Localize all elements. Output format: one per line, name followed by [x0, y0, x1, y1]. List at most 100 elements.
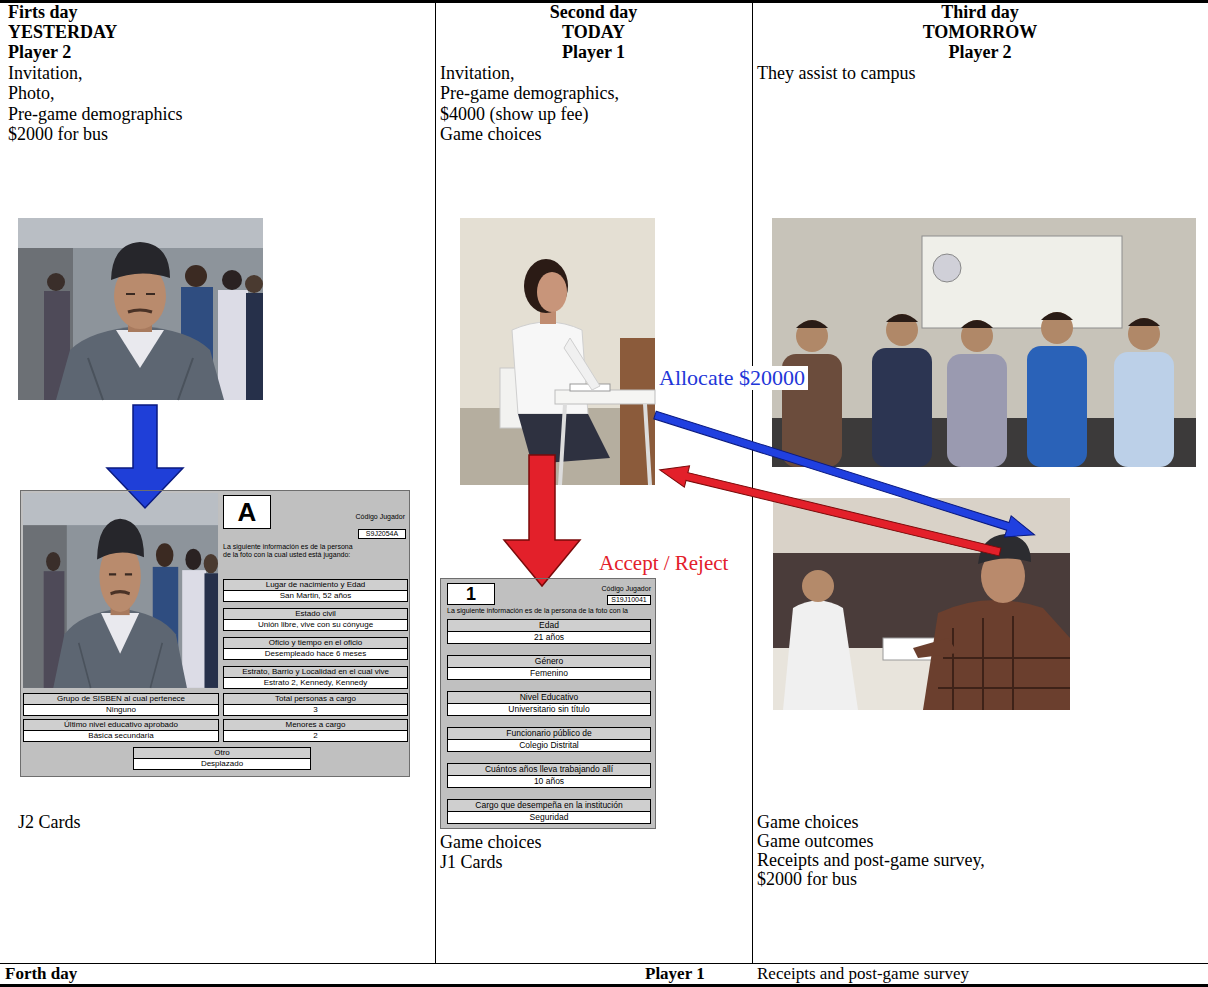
player-code: S9J2054A — [358, 529, 406, 539]
step-text: Receipts and post-game survey, — [757, 850, 985, 870]
allocate-arrow — [652, 405, 1038, 546]
woman-photo — [555, 390, 655, 404]
step-text: $2000 for bus — [8, 124, 108, 144]
field-value: 21 años — [448, 632, 650, 643]
field-label: Otro — [134, 748, 310, 759]
field-label: Género — [448, 656, 650, 668]
allocate-arrow — [652, 405, 1038, 546]
field-label: Último nivel educativo aprobado — [24, 720, 218, 731]
field-label: Estado civil — [224, 609, 407, 620]
day-heading: Third day — [752, 2, 1208, 22]
writing-photo — [923, 600, 1070, 710]
info-field: Último nivel educativo aprobadoBásica se… — [23, 719, 219, 742]
group-photo — [1041, 312, 1073, 320]
info-field: Cuántos años lleva trabajando allí10 año… — [447, 763, 651, 788]
card-ground — [20, 490, 410, 777]
info-field: OtroDesplazado — [133, 747, 311, 770]
group-photo — [772, 218, 1196, 467]
player-heading: Player 2 — [8, 42, 71, 62]
player-heading: Player 2 — [752, 42, 1208, 62]
player-code: S19J10041 — [607, 595, 651, 605]
field-value: Femenino — [448, 668, 650, 679]
info-field: GéneroFemenino — [447, 655, 651, 680]
step-text: Game choices — [440, 832, 541, 852]
step-text: Game outcomes — [757, 831, 873, 851]
field-value: Estrato 2, Kennedy, Kennedy — [224, 678, 407, 688]
code-caption: Código Jugador — [337, 513, 405, 521]
group-photo — [886, 314, 918, 322]
day-heading: YESTERDAY — [8, 22, 117, 42]
field-value: 3 — [224, 705, 407, 715]
day-heading: TODAY — [435, 22, 752, 42]
group-photo — [961, 320, 993, 328]
field-label: Cargo que desempeña en la institución — [448, 800, 650, 812]
info-field: Estado civilUnión libre, vive con su cón… — [223, 608, 408, 631]
group-photo — [1128, 318, 1160, 350]
field-value: Colegio Distrital — [448, 740, 650, 751]
player-heading: Player 1 — [645, 965, 705, 983]
step-text: $2000 for bus — [757, 869, 857, 889]
step-text: Game choices — [757, 812, 858, 832]
arrow-label: Accept / Reject — [596, 552, 731, 575]
field-value: 10 años — [448, 776, 650, 787]
step-text: Invitation, — [440, 63, 515, 83]
group-photo — [796, 320, 828, 352]
woman-photo — [564, 338, 600, 390]
down-arrow — [504, 455, 580, 586]
woman-photo — [460, 218, 655, 485]
step-text: Game choices — [440, 124, 541, 144]
step-text: J1 Cards — [440, 852, 503, 872]
field-value: Ninguno — [24, 705, 218, 715]
day-heading: TOMORROW — [752, 22, 1208, 42]
card-note: La siguiente información es de la person… — [447, 607, 651, 615]
info-field: Menores a cargo2 — [223, 719, 408, 742]
card-photo — [23, 493, 218, 688]
column-rule — [752, 3, 753, 963]
response-arrow — [657, 459, 1002, 562]
info-field: Lugar de nacimiento y EdadSan Martin, 52… — [223, 579, 408, 602]
response-arrow — [657, 459, 1002, 562]
info-field: Grupo de SISBEN al cual perteneceNinguno — [23, 693, 219, 716]
step-text: $4000 (show up fee) — [440, 104, 588, 124]
info-field: Funcionario público deColegio Distrital — [447, 727, 651, 752]
info-field: Nivel EducativoUniversitario sin título — [447, 691, 651, 716]
writing-photo — [913, 638, 958, 658]
group-photo — [933, 254, 961, 282]
field-label: Total personas a cargo — [224, 694, 407, 705]
field-value: San Martin, 52 años — [224, 591, 407, 601]
field-label: Estrato, Barrio y Localidad en el cual v… — [224, 667, 407, 678]
card-note: La siguiente información es de la person… — [223, 543, 355, 559]
group-photo — [922, 236, 1122, 328]
player-card: A Código JugadorS9J2054ALa siguiente info… — [20, 490, 410, 777]
group-photo — [772, 218, 1196, 467]
step-text: Pre-game demographics, — [440, 83, 619, 103]
step-text: Invitation, — [8, 63, 83, 83]
info-field: Total personas a cargo3 — [223, 693, 408, 716]
card-letter: A — [223, 495, 271, 529]
field-label: Funcionario público de — [448, 728, 650, 740]
row-rule — [0, 963, 1208, 964]
group-photo — [961, 320, 993, 352]
field-value: Desempleado hace 6 meses — [224, 649, 407, 659]
step-text: Pre-game demographics — [8, 104, 182, 124]
field-value: 2 — [224, 731, 407, 741]
field-label: Lugar de nacimiento y Edad — [224, 580, 407, 591]
bottom-rule — [0, 984, 1208, 987]
step-text: Receipts and post-game survey — [757, 965, 969, 983]
field-value: Universitario sin título — [448, 704, 650, 715]
field-value: Seguridad — [448, 812, 650, 823]
column-rule — [435, 3, 436, 963]
day-heading: Forth day — [5, 965, 77, 983]
woman-photo — [460, 218, 655, 485]
day-heading: Second day — [435, 2, 752, 22]
group-photo — [872, 348, 932, 467]
down-arrow — [107, 405, 183, 508]
group-photo — [796, 320, 828, 328]
day-heading: Firts day — [8, 2, 78, 22]
step-text: They assist to campus — [757, 63, 915, 83]
info-field: Edad21 años — [447, 619, 651, 644]
group-photo — [1114, 352, 1174, 467]
field-value: Desplazado — [134, 759, 310, 769]
